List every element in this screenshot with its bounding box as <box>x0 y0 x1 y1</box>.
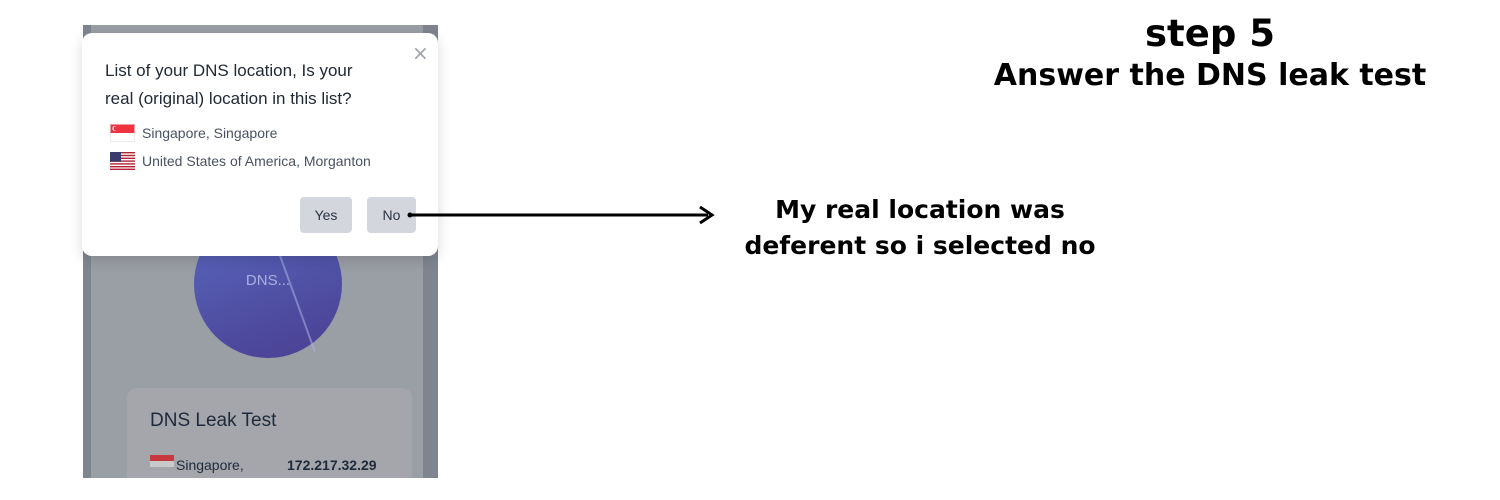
note-line-2: deferent so i selected no <box>744 231 1096 260</box>
annotation-note: My real location was deferent so i selec… <box>720 192 1120 264</box>
singapore-flag-icon <box>110 124 135 142</box>
result-title: DNS Leak Test <box>150 410 277 431</box>
dns-result-card: DNS Leak Test Singapore, 172.217.32.29 <box>127 388 412 478</box>
no-button[interactable]: No <box>367 197 416 233</box>
dns-location-item: Singapore, Singapore <box>110 124 277 142</box>
dns-location-label: United States of America, Morganton <box>142 153 371 169</box>
dialog-question: List of your DNS location, Is your real … <box>105 57 405 113</box>
dns-location-label: Singapore, Singapore <box>142 125 278 141</box>
close-icon[interactable]: × <box>412 41 429 65</box>
singapore-flag-icon <box>150 455 174 467</box>
step-subtitle: Answer the DNS leak test <box>993 58 1427 93</box>
yes-button[interactable]: Yes <box>300 197 352 233</box>
note-line-1: My real location was <box>775 195 1065 224</box>
dns-location-dialog: × List of your DNS location, Is your rea… <box>82 33 438 256</box>
question-line-2: real (original) location in this list? <box>105 89 352 108</box>
result-location: Singapore, <box>176 457 244 473</box>
question-line-1: List of your DNS location, Is your <box>105 61 353 80</box>
gauge-label: DNS... <box>245 272 291 289</box>
usa-flag-icon <box>110 152 135 170</box>
dns-location-item: United States of America, Morganton <box>110 152 371 170</box>
step-title: step 5 <box>1145 12 1275 55</box>
result-ip: 172.217.32.29 <box>287 457 377 473</box>
